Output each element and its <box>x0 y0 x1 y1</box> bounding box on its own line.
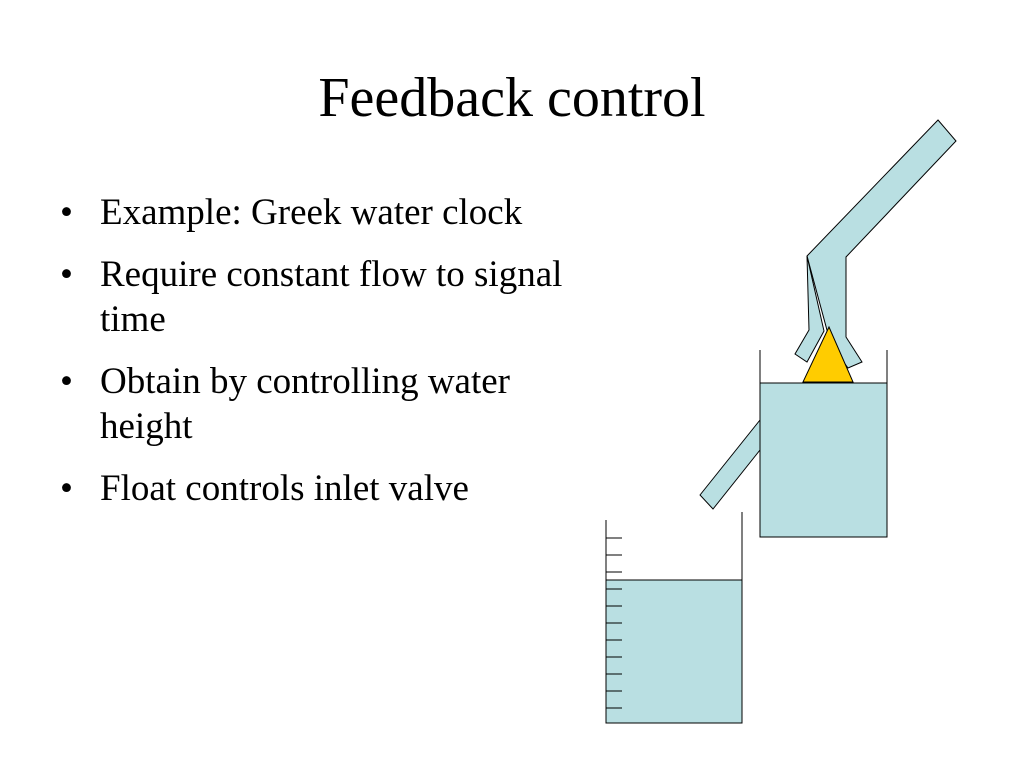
slide-title: Feedback control <box>318 67 706 129</box>
bullet-item: • Float controls inlet valve <box>58 466 568 511</box>
bullet-dot: • <box>60 192 73 233</box>
float-valve <box>802 325 854 383</box>
inlet-pipe-left-lip <box>794 255 825 363</box>
inlet-pipe <box>806 119 957 369</box>
outlet-pipe <box>699 418 761 510</box>
upper-tank-water <box>759 382 888 538</box>
bullet-text: Obtain by controlling water height <box>100 361 510 447</box>
bullet-text: Float controls inlet valve <box>100 468 469 509</box>
bullet-dot: • <box>60 254 73 295</box>
bullet-item: • Obtain by controlling water height <box>58 359 568 449</box>
bullet-dot: • <box>60 468 73 509</box>
bullet-list: • Example: Greek water clock • Require c… <box>58 190 568 528</box>
bullet-dot: • <box>60 361 73 402</box>
bullet-text: Example: Greek water clock <box>100 192 523 233</box>
measurement-scale <box>606 537 622 709</box>
lower-vessel-water <box>605 579 743 724</box>
bullet-text: Require constant flow to signal time <box>100 254 563 340</box>
bullet-item: • Require constant flow to signal time <box>58 252 568 342</box>
bullet-item: • Example: Greek water clock <box>58 190 568 235</box>
